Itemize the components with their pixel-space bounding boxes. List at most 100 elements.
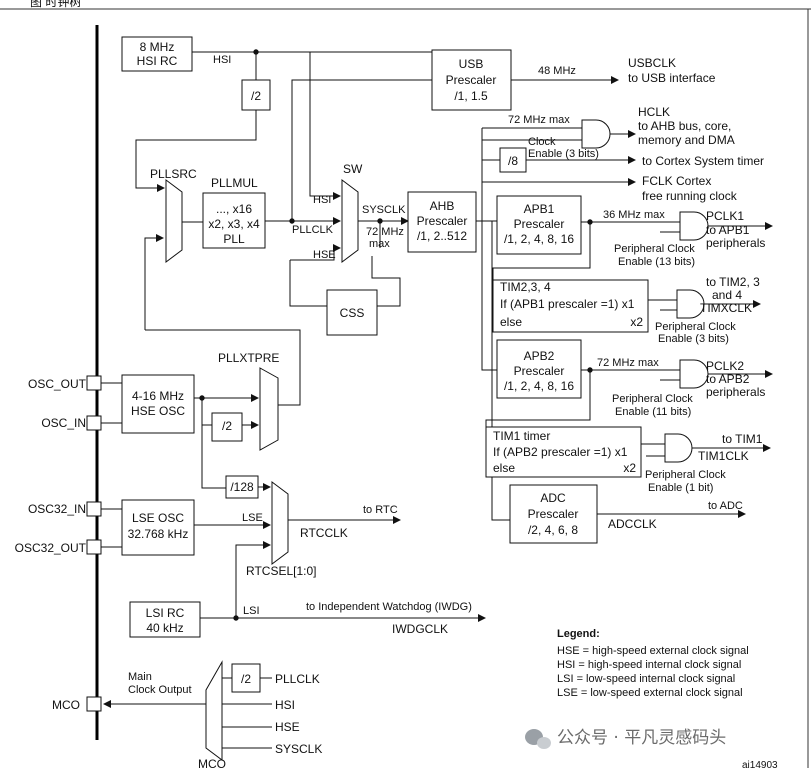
tim1-line1: TIM1 timer: [493, 429, 550, 443]
mco-title2: Clock Output: [128, 684, 192, 696]
usb-freq-label: 48 MHz: [538, 65, 576, 77]
sw-label: SW: [343, 162, 363, 176]
figure-id: ai14903: [742, 760, 778, 768]
pclk2-gate: [679, 359, 709, 389]
ahb-prescaler-line3: /1, 2..512: [417, 229, 467, 243]
adc-line3: /2, 4, 6, 8: [528, 523, 578, 537]
hsi-wire-label: HSI: [213, 54, 231, 66]
hse-osc-line2: HSE OSC: [131, 404, 185, 418]
hse-div2-label: /2: [222, 419, 232, 433]
apb2-line3: /1, 2, 4, 8, 16: [504, 379, 574, 393]
tim1-line4: x2: [623, 461, 636, 475]
css-label: CSS: [340, 306, 365, 320]
ahb-max-label: 72 MHz max: [508, 114, 570, 126]
tim234-line2: If (APB1 prescaler =1) x1: [500, 297, 635, 311]
osc-out-pin: [86, 375, 102, 391]
pclk2-label: PCLK2: [706, 359, 744, 373]
sysclk-max-line2: max: [369, 238, 390, 250]
apb2-max-label: 72 MHz max: [597, 357, 659, 369]
mco-title1: Main: [128, 671, 152, 683]
clock-enable-line1: Clock: [528, 136, 556, 148]
css-block: [326, 289, 378, 336]
lsi-rc-block: [129, 601, 201, 638]
mco-pin-label: MCO: [52, 698, 80, 712]
wechat-icon: [525, 729, 551, 749]
div8-block: [499, 147, 527, 173]
apb1-line2: Prescaler: [514, 217, 565, 231]
tim234-block: [492, 279, 649, 333]
osc32-out-label: OSC32_OUT: [15, 541, 87, 555]
legend-title: Legend:: [557, 628, 600, 640]
pclk1-desc2: peripherals: [706, 236, 765, 250]
tim1-enable-line1: Peripheral Clock: [645, 469, 726, 481]
mco-input-pllclk: PLLCLK: [275, 672, 320, 686]
hclk-label: HCLK: [638, 105, 670, 119]
sw-input-hsi: HSI: [313, 194, 331, 206]
lse-wire-label: LSE: [242, 512, 263, 524]
usb-prescaler-line3: /1, 1.5: [454, 89, 488, 103]
iwdgclk-label: IWDGCLK: [392, 622, 448, 636]
mco-mux-label: MCO: [198, 757, 226, 768]
to-rtc-label: to RTC: [363, 504, 398, 516]
mco-pin: [86, 696, 102, 712]
rtcsel-label: RTCSEL[1:0]: [246, 564, 316, 578]
hclk-desc1: to AHB bus, core,: [638, 119, 731, 133]
pclk2-desc1: to APB2: [706, 372, 750, 386]
ahb-prescaler-block: [407, 191, 477, 253]
hsi-rc-block: [121, 36, 193, 72]
hse-osc-line1: 4-16 MHz: [132, 389, 184, 403]
hsi-rc-line1: 8 MHz: [140, 40, 175, 54]
to-adc-label: to ADC: [708, 500, 743, 512]
usb-prescaler-line1: USB: [459, 57, 484, 71]
tim1clk-label: TIM1CLK: [698, 449, 749, 463]
hsi-rc-line2: HSI RC: [137, 54, 178, 68]
timx-enable-line2: Enable (3 bits): [658, 333, 729, 345]
lse-osc-line2: 32.768 kHz: [128, 527, 189, 541]
pllxtpre-mux: [259, 367, 279, 451]
pllmul-label: PLLMUL: [211, 176, 258, 190]
timx-dest2: and 4: [712, 288, 742, 302]
tim1-line2: If (APB2 prescaler =1) x1: [493, 445, 628, 459]
pclk1-gate: [679, 211, 709, 241]
mco-input-hse: HSE: [275, 720, 300, 734]
apb2-line1: APB2: [524, 349, 555, 363]
mco-div2-label: /2: [241, 672, 251, 686]
pclk1-label: PCLK1: [706, 209, 744, 223]
sw-input-pllclk: PLLCLK: [292, 224, 334, 236]
sw-mux: [341, 179, 359, 263]
pclk2-desc2: peripherals: [706, 385, 765, 399]
adcclk-label: ADCCLK: [608, 517, 657, 531]
fclk-label: FCLK Cortex: [642, 174, 711, 188]
tim1-enable-line2: Enable (1 bit): [648, 482, 713, 494]
fclk-desc: free running clock: [642, 189, 738, 203]
hclk-desc2: memory and DMA: [638, 133, 735, 147]
pclk1-enable-line2: Enable (13 bits): [618, 256, 695, 268]
pclk1-desc1: to APB1: [706, 223, 750, 237]
watermark-text: 公众号 · 平凡灵感码头: [557, 728, 726, 748]
timx-dest1: to TIM2, 3: [706, 275, 760, 289]
osc32-out-pin: [86, 539, 102, 555]
pllsrc-mux: [165, 179, 183, 263]
adc-line1: ADC: [540, 491, 566, 505]
hsi-div2-block: [241, 79, 271, 111]
rtcclk-label: RTCCLK: [300, 526, 348, 540]
lsi-rc-line1: LSI RC: [146, 606, 185, 620]
tim1-block: [485, 426, 642, 478]
osc-out-label: OSC_OUT: [28, 377, 87, 391]
div8-label: /8: [508, 154, 518, 168]
sysclk-label: SYSCLK: [362, 204, 406, 216]
timxclk-label: TIMXCLK: [700, 301, 752, 315]
figure-caption: 图 时钟树: [30, 0, 81, 9]
usb-prescaler-line2: Prescaler: [446, 73, 497, 87]
tim1-line3: else: [493, 461, 515, 475]
mco-input-hsi: HSI: [275, 698, 295, 712]
div128-label: /128: [230, 480, 254, 494]
apb1-line3: /1, 2, 4, 8, 16: [504, 232, 574, 246]
tim1-gate: [664, 433, 693, 463]
usbclk-label: USBCLK: [628, 56, 676, 70]
usbclk-desc: to USB interface: [628, 71, 716, 85]
ahb-prescaler-line2: Prescaler: [417, 214, 468, 228]
sw-input-hse: HSE: [313, 249, 336, 261]
legend-item-lsi: LSI = low-speed internal clock signal: [557, 673, 735, 685]
